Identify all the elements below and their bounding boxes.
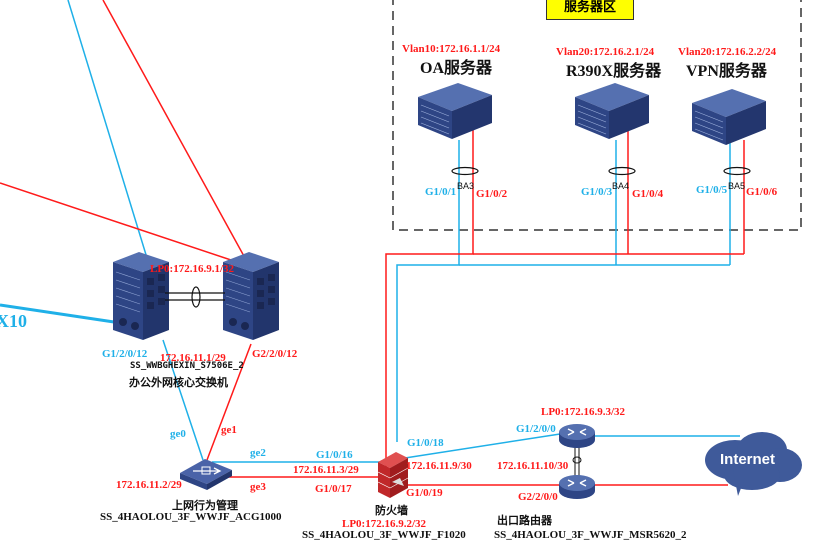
oa-server-name: OA服务器 xyxy=(420,60,493,77)
internet-label: Internet xyxy=(720,451,776,468)
vpn-port-blue: G1/0/5 xyxy=(696,184,728,196)
fw-hostname: SS_4HAOLOU_3F_WWJF_F1020 xyxy=(302,529,466,541)
oa-bundle: BA3 xyxy=(457,181,475,191)
bundle-rings xyxy=(451,166,751,176)
server-zone-title: 服务器区 xyxy=(546,0,634,20)
x10-link xyxy=(0,303,115,324)
r390x-bundle: BA4 xyxy=(612,181,630,191)
r390x-server-icon xyxy=(574,82,650,140)
vpn-server-name: VPN服务器 xyxy=(686,63,767,80)
vpn-port-red: G1/0/6 xyxy=(746,186,778,198)
core-name: 办公外网核心交换机 xyxy=(129,376,228,389)
fw-ip-rtr: 172.16.11.9/30 xyxy=(406,460,472,472)
router-ip: 172.16.11.10/30 xyxy=(497,460,569,472)
r390x-port-blue: G1/0/3 xyxy=(581,186,613,198)
r390x-server-name: R390X服务器 xyxy=(566,63,662,80)
oa-server-ip: Vlan10:172.16.1.1/24 xyxy=(402,43,501,55)
server-links xyxy=(385,130,745,478)
core-loopback: LP0:172.16.9.1/32 xyxy=(150,263,235,275)
acg-ip: 172.16.11.2/29 xyxy=(116,479,182,491)
uplink-red xyxy=(102,0,246,259)
oa-port-blue: G1/0/1 xyxy=(425,186,457,198)
uplink-red-2 xyxy=(0,182,238,263)
acg-ge1: ge1 xyxy=(221,424,237,436)
router-port1: G1/2/0/0 xyxy=(516,423,556,435)
core-port-left: G1/2/0/12 xyxy=(102,348,148,360)
fw-port19: G1/0/19 xyxy=(406,487,443,499)
fw-port16: G1/0/16 xyxy=(316,449,353,461)
core-ip: 172.16.11.1/29 xyxy=(160,352,226,364)
router-loopback: LP0:172.16.9.3/32 xyxy=(541,406,626,418)
router-name: 出口路由器 xyxy=(497,514,552,527)
router-port2: G2/2/0/0 xyxy=(518,491,558,503)
fw-port17: G1/0/17 xyxy=(315,483,352,495)
router-2-icon xyxy=(558,474,596,500)
fw-loopback: LP0:172.16.9.2/32 xyxy=(342,518,427,530)
router-1-icon xyxy=(558,423,596,449)
fw-name: 防火墙 xyxy=(375,504,408,517)
r390x-port-red: G1/0/4 xyxy=(632,188,664,200)
vpn-server-ip: Vlan20:172.16.2.2/24 xyxy=(678,46,777,58)
acg-ge3: ge3 xyxy=(250,481,266,493)
oa-server-icon xyxy=(417,82,493,140)
acg-ge2: ge2 xyxy=(250,447,266,459)
vpn-server-icon xyxy=(691,88,767,146)
x10-label: X10 xyxy=(0,311,27,331)
server-zone-border xyxy=(392,0,802,231)
internet-cloud-icon xyxy=(705,432,802,496)
vpn-bundle: BA5 xyxy=(728,181,746,191)
acg-ge0: ge0 xyxy=(170,428,186,440)
core-hostname: SS_WWBGHEXIN_S7506E_2 xyxy=(130,361,244,371)
r390x-server-ip: Vlan20:172.16.2.1/24 xyxy=(556,46,655,58)
acg-hostname: SS_4HAOLOU_3F_WWJF_ACG1000 xyxy=(100,511,282,523)
irf-ring xyxy=(191,286,201,308)
fw-ip-acg: 172.16.11.3/29 xyxy=(293,464,359,476)
acg-name: 上网行为管理 xyxy=(172,499,238,512)
acg-icon xyxy=(180,459,232,490)
oa-port-red: G1/0/2 xyxy=(476,188,508,200)
fw-port18: G1/0/18 xyxy=(407,437,444,449)
uplink-blue xyxy=(67,0,148,259)
firewall-icon xyxy=(377,452,409,498)
core-port-right: G2/2/0/12 xyxy=(252,348,298,360)
router-hostname: SS_4HAOLOU_3F_WWJF_MSR5620_2 xyxy=(494,529,687,541)
